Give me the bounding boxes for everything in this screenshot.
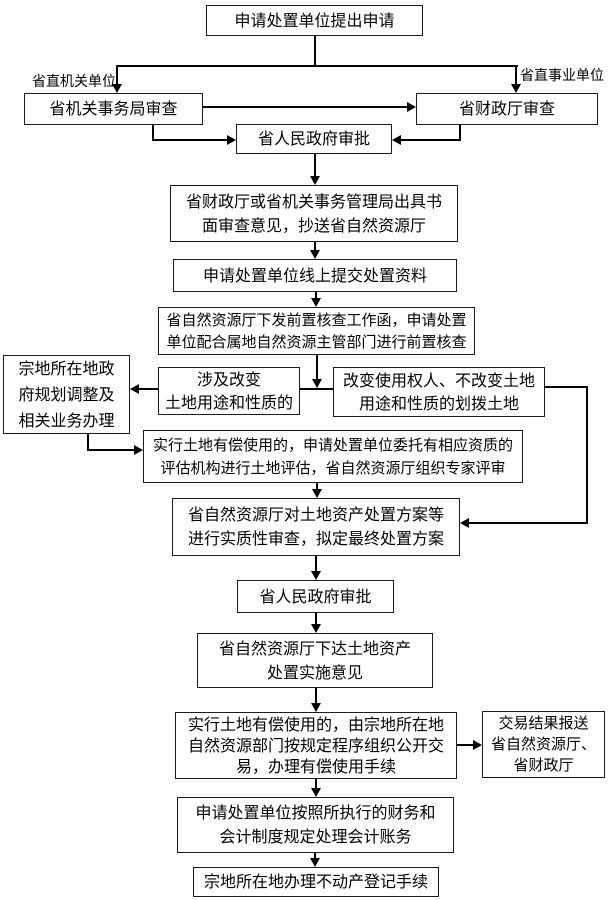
edge-line xyxy=(314,36,316,66)
edge-line xyxy=(314,154,316,177)
arrow-head xyxy=(311,571,321,580)
edge-line xyxy=(459,125,461,141)
node-written-opinion: 省财政厅或省机关事务管理局出具书 面审查意见，抄送省自然资源厅 xyxy=(170,185,458,242)
arrow-head xyxy=(392,135,401,145)
arrow-head xyxy=(130,384,139,394)
node-accounting: 申请处置单位按照所执行的财务和 会计制度规定处理会计账务 xyxy=(177,797,454,853)
arrow-head xyxy=(310,250,320,259)
node-online-submit: 申请处置单位线上提交处置资料 xyxy=(173,259,457,292)
edge-line xyxy=(116,65,518,67)
node-report-result: 交易结果报送 省自然资源厅、 省财政厅 xyxy=(482,711,605,778)
branch-label-public-unit: 省直事业单位 xyxy=(520,68,604,84)
arrow-head xyxy=(311,788,321,797)
node-registration: 宗地所在地办理不动产登记手续 xyxy=(193,867,439,897)
arrow-head xyxy=(310,858,320,867)
edge-line xyxy=(469,522,587,524)
edge-line xyxy=(315,556,317,571)
edge-line xyxy=(139,388,158,390)
branch-label-gov-unit: 省直机关单位 xyxy=(32,74,116,90)
arrow-head xyxy=(473,740,482,750)
arrow-head xyxy=(310,176,320,185)
node-implementation-opinion: 省自然资源厅下达土地资产 处置实施意见 xyxy=(197,633,433,688)
edge-line xyxy=(116,67,118,85)
edge-line xyxy=(315,292,317,299)
node-public-trade: 实行土地有偿使用的，由宗地所在地 自然资源部门按规定程序组织公开交 易，办理有偿… xyxy=(175,712,457,779)
node-submit-application: 申请处置单位提出申请 xyxy=(206,5,423,36)
edge-line xyxy=(315,688,317,703)
edge-line xyxy=(152,139,228,141)
edge-line xyxy=(315,779,317,788)
node-gov-approval-2: 省人民政府审批 xyxy=(237,580,394,613)
arrow-head xyxy=(311,703,321,712)
arrow-head xyxy=(112,84,122,93)
node-pre-check: 省自然资源厅下发前置核查工作函，申请处置 单位配合属地自然资源主管部门进行前置核… xyxy=(158,307,475,355)
edge-line xyxy=(203,106,407,108)
edge-line xyxy=(401,139,461,141)
edge-line xyxy=(545,386,588,388)
arrow-head xyxy=(311,298,321,307)
edge-line xyxy=(515,67,517,85)
node-gov-approval-1: 省人民政府审批 xyxy=(236,124,392,154)
arrow-head xyxy=(407,102,416,112)
edge-line xyxy=(87,449,135,451)
node-finance-review: 省财政厅审查 xyxy=(416,93,598,125)
node-local-planning: 宗地所在地政 府规划调整及 相关业务办理 xyxy=(3,355,130,434)
edge-line xyxy=(300,388,333,390)
node-org-affairs-review: 省机关事务局审查 xyxy=(24,93,203,125)
edge-line xyxy=(314,242,316,251)
arrow-head xyxy=(227,135,236,145)
edge-line xyxy=(316,483,318,490)
edge-line xyxy=(586,386,588,524)
node-change-use: 涉及改变 土地用途和性质的 xyxy=(158,367,300,415)
arrow-head xyxy=(460,518,469,528)
edge-line xyxy=(87,434,89,451)
arrow-head xyxy=(511,84,521,93)
edge-line xyxy=(457,744,474,746)
edge-line xyxy=(314,853,316,858)
arrow-head xyxy=(134,445,143,455)
edge-line xyxy=(152,125,154,141)
arrow-head xyxy=(312,489,322,498)
arrow-head xyxy=(312,379,322,388)
node-substantive-review: 省自然资源厅对土地资产处置方案等 进行实质性审查，拟定最终处置方案 xyxy=(172,498,460,556)
node-land-evaluation: 实行土地有偿使用的，申请处置单位委托有相应资质的 评估机构进行土地评估，省自然资… xyxy=(143,430,523,483)
node-change-holder: 改变使用权人、不改变土地 用途和性质的划拨土地 xyxy=(333,367,545,417)
edge-line xyxy=(315,613,317,624)
edge-line xyxy=(316,355,318,379)
arrow-head xyxy=(311,624,321,633)
